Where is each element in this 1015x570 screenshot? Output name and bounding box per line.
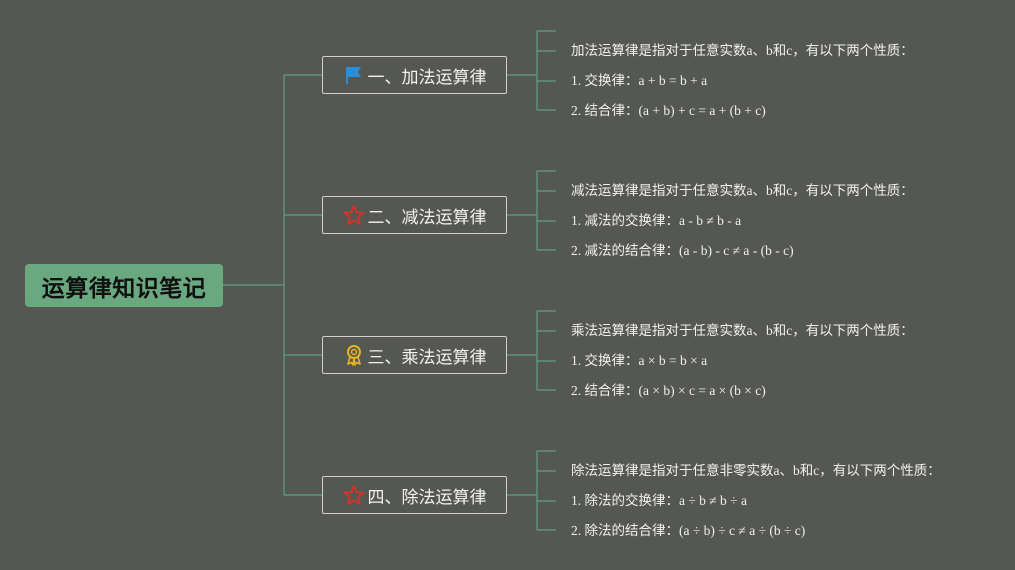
leaf-division-associative: 2. 除法的结合律：(a ÷ b) ÷ c ≠ a ÷ (b ÷ c): [571, 523, 806, 538]
branch-node-division[interactable]: 四、除法运算律: [322, 476, 507, 514]
root-title: 运算律知识笔记: [41, 275, 207, 302]
leaf-addition-intro: 加法运算律是指对于任意实数a、b和c，有以下两个性质：: [571, 43, 914, 58]
leaf-multiplication-intro: 乘法运算律是指对于任意实数a、b和c，有以下两个性质：: [571, 323, 914, 338]
leaf-addition-associative: 2. 结合律：(a + b) + c = a + (b + c): [571, 103, 766, 118]
leaf-subtraction-commutative: 1. 减法的交换律：a - b ≠ b - a: [571, 213, 742, 228]
branch-node-subtraction[interactable]: 二、减法运算律: [322, 196, 507, 234]
leaf-subtraction-associative: 2. 减法的结合律：(a - b) - c ≠ a - (b - c): [571, 243, 794, 258]
branch-title: 一、加法运算律: [367, 67, 487, 88]
branch-title: 二、减法运算律: [367, 207, 487, 228]
leaf-division-commutative: 1. 除法的交换律：a ÷ b ≠ b ÷ a: [571, 493, 747, 508]
leaf-multiplication-commutative: 1. 交换律：a × b = b × a: [571, 353, 708, 368]
red-star-icon: [343, 204, 365, 226]
branch-title: 三、乘法运算律: [367, 347, 487, 368]
branch-title: 四、除法运算律: [367, 487, 487, 508]
leaf-multiplication-associative: 2. 结合律：(a × b) × c = a × (b × c): [571, 383, 766, 398]
leaf-division-intro: 除法运算律是指对于任意非零实数a、b和c，有以下两个性质：: [571, 463, 941, 478]
leaf-subtraction-intro: 减法运算律是指对于任意实数a、b和c，有以下两个性质：: [571, 183, 914, 198]
blue-flag-icon: [343, 64, 365, 86]
branch-node-addition[interactable]: 一、加法运算律: [322, 56, 507, 94]
root-node[interactable]: 运算律知识笔记: [25, 264, 223, 307]
red-star-icon: [343, 484, 365, 506]
gold-medal-icon: [343, 344, 365, 366]
leaf-addition-commutative: 1. 交换律：a + b = b + a: [571, 73, 708, 88]
branch-node-multiplication[interactable]: 三、乘法运算律: [322, 336, 507, 374]
